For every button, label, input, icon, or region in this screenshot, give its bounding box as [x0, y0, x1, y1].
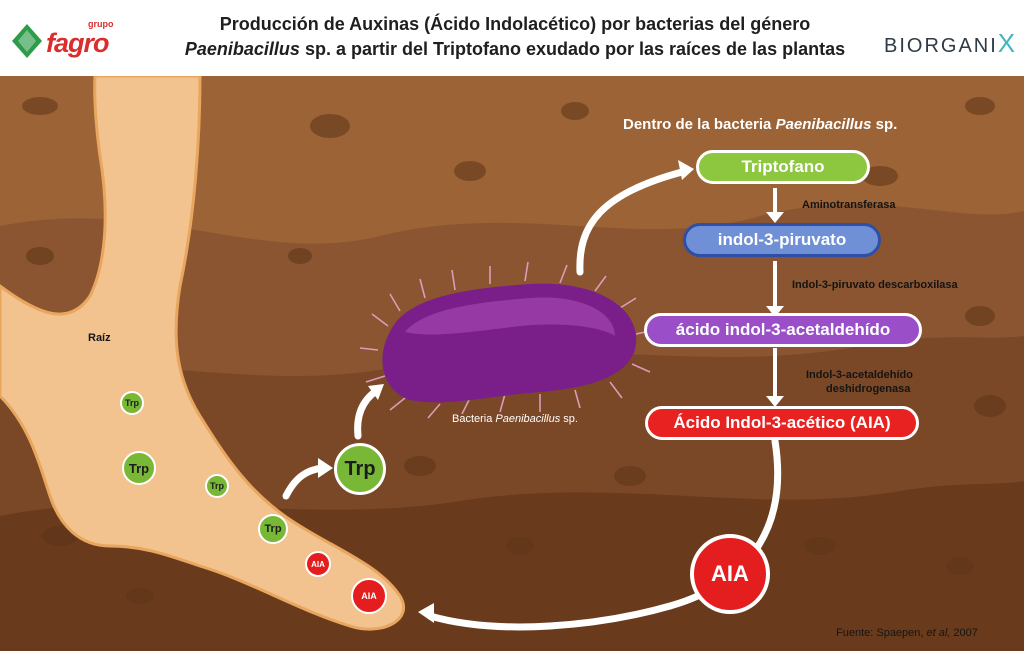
title-line-2-rest: sp. a partir del Triptofano exudado por …: [299, 39, 846, 59]
inside-bacteria-label: Dentro de la bacteria Paenibacillus sp.: [623, 116, 897, 133]
title-line-2: Paenibacillus sp. a partir del Triptofan…: [150, 37, 880, 62]
logo-grupo-text: grupo: [88, 19, 114, 29]
trp-molecule: Trp: [122, 451, 156, 485]
bacteria-label: Bacteria Paenibacillus sp.: [452, 413, 578, 425]
bacterium-illustration: [359, 261, 655, 419]
trp-molecule: Trp: [205, 474, 229, 498]
brand-text: BIORGANI: [884, 35, 998, 57]
step-aia: Ácido Indol-3-acético (AIA): [645, 406, 919, 440]
enzyme-aminotransferasa: Aminotransferasa: [802, 199, 896, 211]
bacteria-prefix: Bacteria: [452, 413, 496, 425]
soil-background: [0, 76, 1024, 651]
trp-molecule: Trp: [120, 391, 144, 415]
title-line-1: Producción de Auxinas (Ácido Indolacétic…: [219, 14, 811, 34]
step-indol-piruvato: indol-3-piruvato: [683, 223, 881, 257]
trp-molecule: Trp: [258, 514, 288, 544]
enzyme-deshidrogenasa-line2: deshidrogenasa: [826, 383, 911, 395]
root-shape: [0, 76, 405, 631]
aia-molecule: AIA: [305, 551, 331, 577]
source-label: Fuente: Spaepen, et al, 2007: [836, 627, 978, 639]
trp-exuded-molecule: Trp: [334, 443, 386, 495]
source-italic: et al,: [926, 627, 951, 639]
step-triptofano: Triptofano: [696, 150, 870, 184]
fagro-leaf-icon: [12, 24, 42, 58]
logo-fagro-text: fagro: [46, 28, 109, 58]
aia-molecule: AIA: [351, 578, 387, 614]
enzyme-deshidrogenasa-line1: Indol-3-acetaldehído: [806, 369, 913, 381]
diagram-title: Producción de Auxinas (Ácido Indolacétic…: [150, 12, 880, 62]
title-genus: Paenibacillus: [184, 39, 300, 59]
enzyme-descarboxilasa: Indol-3-piruvato descarboxilasa: [792, 279, 958, 291]
inside-genus: Paenibacillus: [775, 116, 872, 133]
brand-x: X: [997, 28, 1018, 58]
root-label: Raíz: [88, 332, 111, 344]
fagro-logo: grupo fagro: [12, 18, 124, 60]
bacteria-suffix: sp.: [560, 413, 578, 425]
aia-secreted-molecule: AIA: [690, 534, 770, 614]
source-prefix: Fuente: Spaepen,: [836, 627, 927, 639]
inside-prefix: Dentro de la bacteria: [623, 116, 776, 133]
source-suffix: 2007: [950, 627, 978, 639]
header-bar: grupo fagro Producción de Auxinas (Ácido…: [0, 0, 1024, 76]
biorganix-logo: BIORGANIX: [884, 28, 1017, 59]
inside-suffix: sp.: [871, 116, 898, 133]
step-acetaldehido: ácido indol-3-acetaldehído: [644, 313, 922, 347]
bacteria-genus: Paenibacillus: [495, 413, 561, 425]
